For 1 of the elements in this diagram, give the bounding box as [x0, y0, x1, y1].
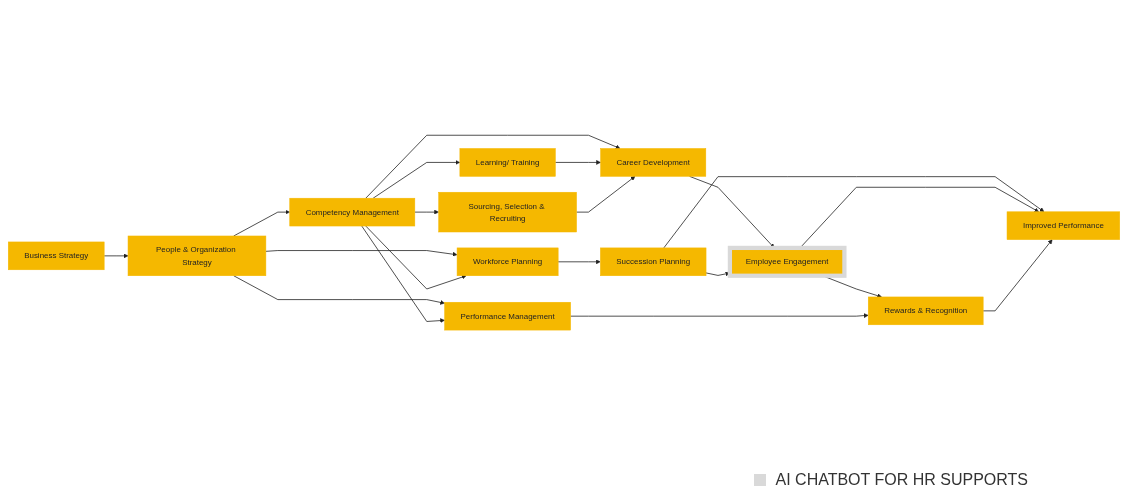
legend-label: AI CHATBOT FOR HR SUPPORTS [775, 471, 1028, 489]
